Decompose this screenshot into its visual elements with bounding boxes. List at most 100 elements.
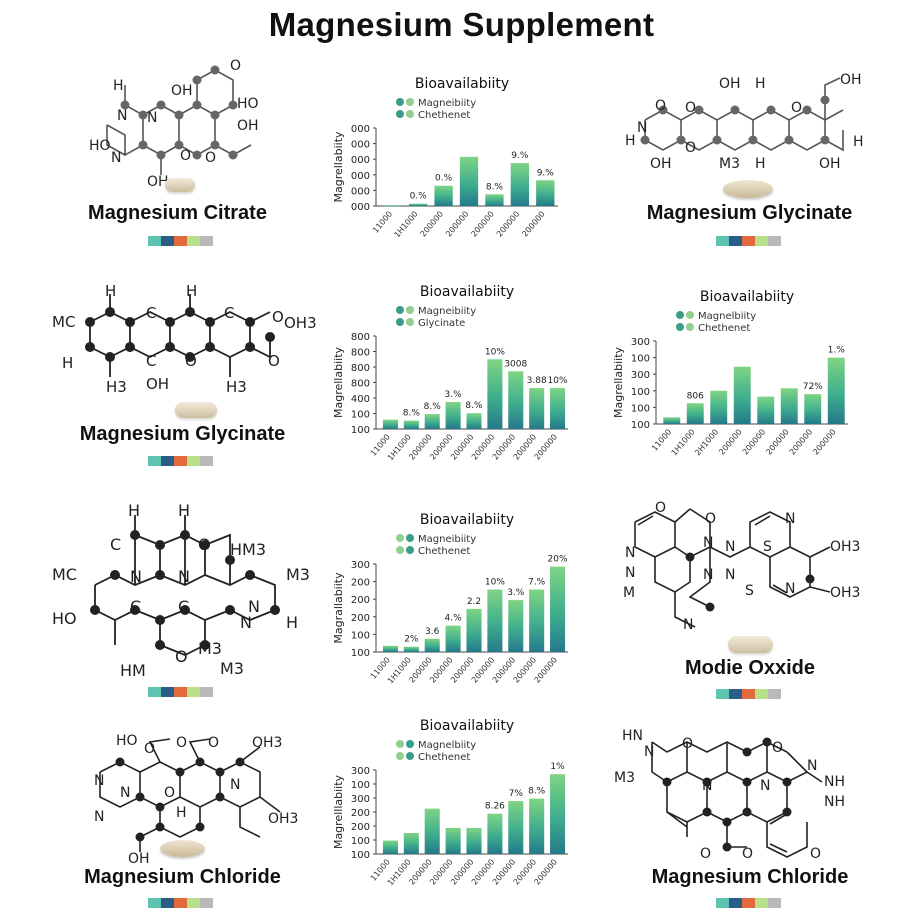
bar bbox=[508, 600, 524, 652]
atom-label: O bbox=[810, 846, 821, 862]
bar bbox=[466, 827, 482, 854]
atom-label: OH bbox=[128, 851, 150, 867]
bar bbox=[550, 388, 566, 429]
y-tick-label: 000 bbox=[351, 202, 370, 213]
capsule-image bbox=[165, 178, 195, 192]
bar-value-label: 7.% bbox=[528, 578, 546, 588]
legend-entry: Glycinate bbox=[418, 318, 465, 329]
atom-label: OH bbox=[146, 375, 169, 393]
swatch bbox=[729, 898, 742, 908]
y-tick-label: 300 bbox=[351, 794, 370, 805]
atom-label: N bbox=[683, 617, 693, 633]
atom-label: O bbox=[176, 735, 187, 751]
atom-label: O bbox=[180, 148, 191, 164]
bar-value-label: 8.26 bbox=[485, 802, 505, 812]
atom-label: O bbox=[175, 647, 188, 666]
bar bbox=[408, 203, 428, 206]
atom-label: O bbox=[791, 100, 802, 116]
y-axis-label: Magrellabiity bbox=[332, 347, 345, 419]
bar bbox=[445, 827, 461, 854]
atom-label: H bbox=[853, 134, 864, 150]
bar bbox=[424, 414, 440, 429]
atom-label: O bbox=[198, 535, 211, 554]
bar-value-label: 10% bbox=[485, 578, 505, 588]
atom-label: HM3 bbox=[230, 540, 266, 559]
product-label: Magnesium Glycinate bbox=[646, 202, 853, 224]
atom-label: N bbox=[94, 809, 104, 825]
atom-label: H bbox=[62, 354, 73, 372]
atom-label: OH bbox=[650, 156, 672, 172]
bar-value-label: 8.% bbox=[424, 402, 442, 412]
bar bbox=[424, 808, 440, 854]
atom-label: O bbox=[185, 352, 197, 370]
x-tick-label: 200000 bbox=[741, 428, 768, 457]
atom-label: M3 bbox=[286, 565, 310, 584]
swatch bbox=[755, 689, 768, 699]
atom-label: O bbox=[682, 736, 693, 752]
atom-label: N bbox=[178, 567, 190, 586]
atom-label: OH3 bbox=[252, 735, 282, 751]
y-tick-label: 000 bbox=[351, 140, 370, 151]
x-tick-label: 200000 bbox=[469, 210, 496, 239]
atom-label: O bbox=[685, 140, 696, 156]
tablet-image bbox=[723, 180, 773, 198]
capsule-image bbox=[175, 402, 217, 418]
x-tick-label: 200000 bbox=[533, 656, 560, 685]
y-tick-label: 000 bbox=[351, 171, 370, 182]
bar-value-label: 7% bbox=[509, 789, 524, 799]
x-tick-label: 200000 bbox=[811, 428, 838, 457]
x-tick-label: 200000 bbox=[788, 428, 815, 457]
bar bbox=[445, 402, 461, 429]
legend-marker bbox=[396, 318, 404, 326]
atom-label: NH bbox=[824, 794, 845, 810]
atom-label: NH bbox=[824, 774, 845, 790]
bar bbox=[508, 801, 524, 854]
product-label: Magnesium Citrate bbox=[88, 202, 267, 224]
bar bbox=[550, 566, 566, 652]
bar-value-label: 9.% bbox=[537, 168, 555, 178]
atom-label: O bbox=[268, 352, 280, 370]
swatch bbox=[148, 456, 161, 466]
bar bbox=[529, 589, 545, 652]
atom-label: O bbox=[230, 58, 241, 74]
legend-marker bbox=[406, 306, 414, 314]
bar-value-label: 20% bbox=[548, 555, 568, 565]
swatch bbox=[729, 689, 742, 699]
x-tick-label: 200000 bbox=[717, 428, 744, 457]
atom-label: O bbox=[205, 150, 216, 166]
swatch bbox=[729, 236, 742, 246]
atom-label: HO bbox=[116, 733, 138, 749]
atom-label: N bbox=[725, 539, 735, 555]
atom-label: OH bbox=[171, 83, 193, 99]
bar bbox=[663, 417, 681, 424]
atom-label: O bbox=[655, 500, 666, 516]
legend-marker bbox=[406, 318, 414, 326]
y-axis-label: Magrellabiity bbox=[332, 131, 345, 203]
atom-label: O bbox=[700, 846, 711, 862]
bioavailability-chart-4: BioavailabiityMagneibiityChethenetMagral… bbox=[332, 512, 568, 685]
x-tick-label: 1H1000 bbox=[670, 428, 697, 458]
atom-label: H bbox=[178, 501, 190, 520]
atom-label: C bbox=[110, 535, 121, 554]
bar bbox=[383, 205, 402, 207]
atom-label: N bbox=[702, 778, 712, 794]
atom-label: S bbox=[763, 539, 772, 555]
y-axis-label: Magrallabiity bbox=[332, 572, 345, 644]
legend-entry: Magnelbiity bbox=[698, 311, 756, 322]
bar bbox=[710, 390, 728, 424]
product-label: Modie Oxxide bbox=[684, 657, 816, 679]
legend-entry: Chethenet bbox=[418, 110, 470, 121]
atom-label: C bbox=[224, 304, 234, 322]
y-tick-label: 100 bbox=[351, 648, 370, 659]
atom-label: OH3 bbox=[830, 539, 860, 555]
atom-label: N bbox=[94, 773, 104, 789]
atom-label: OH bbox=[840, 72, 862, 88]
atom-label: H3 bbox=[226, 378, 247, 396]
chart-title: Bioavailabiity bbox=[420, 718, 514, 734]
y-tick-label: 100 bbox=[631, 403, 650, 414]
product-label: Magnesium Glycinate bbox=[79, 423, 286, 445]
atom-label: OH3 bbox=[284, 314, 317, 332]
atom-label: MC bbox=[52, 313, 75, 331]
molecule-diagram-glycinate: H N O O O OH H OH O M3 H OH OH H bbox=[625, 72, 864, 172]
legend-entry: Magnelbiity bbox=[418, 740, 476, 751]
